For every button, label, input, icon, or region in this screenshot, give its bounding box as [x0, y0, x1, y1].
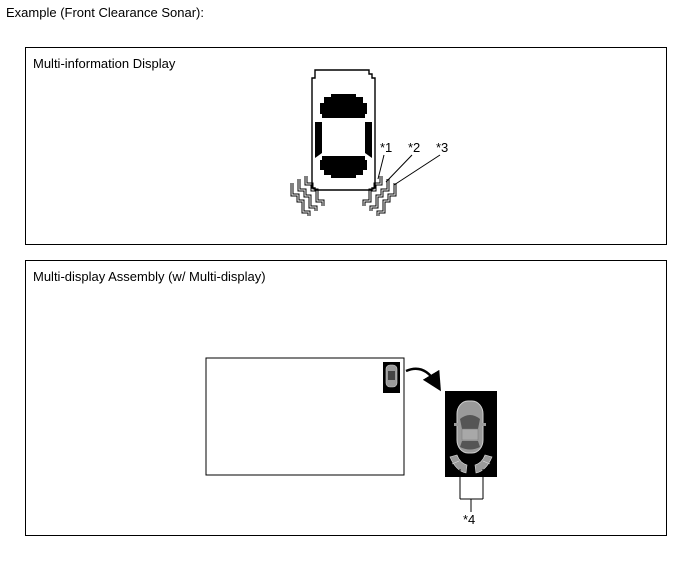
leader-1: [377, 154, 385, 180]
callout-3: *3: [436, 140, 449, 155]
panel-title-mid: Multi-information Display: [33, 56, 176, 71]
mid-sonar-diagram: [290, 69, 441, 216]
enlarged-left-sonar: [449, 454, 468, 474]
multi-display-assembly-panel: Multi-display Assembly (w/ Multi-display…: [25, 260, 667, 536]
mda-sonar-diagram: [205, 357, 497, 512]
callout-2: *2: [408, 140, 421, 155]
figure-caption: Example (Front Clearance Sonar):: [6, 5, 204, 20]
right-sonar-bars: [362, 176, 397, 216]
pixel-car-icon: [311, 69, 376, 191]
left-sonar-bar-1: [306, 176, 325, 206]
left-sonar-bar-3: [292, 183, 311, 216]
callout-4: *4: [463, 512, 476, 527]
display-screen: [205, 357, 405, 476]
left-sonar-bars: [290, 176, 325, 216]
car-windshield: [320, 94, 367, 118]
car-right-window: [365, 122, 372, 158]
callout-1: *1: [380, 140, 393, 155]
right-sonar-bar-2: [369, 179, 388, 211]
left-sonar-bar-2: [299, 179, 318, 211]
small-car-thumbnail: [383, 362, 400, 393]
right-sonar-bar-3: [376, 183, 395, 216]
leader-2: [385, 154, 413, 183]
callout-4-bracket: [459, 469, 484, 512]
zoom-arrow: [405, 367, 441, 392]
car-rear-window: [320, 156, 367, 178]
car-left-window: [315, 122, 322, 158]
enlarged-view-panel: [445, 391, 497, 477]
multi-information-display-panel: Multi-information Display: [25, 47, 667, 245]
panel-title-mda: Multi-display Assembly (w/ Multi-display…: [33, 269, 266, 284]
callout-leaders: [377, 154, 441, 186]
leader-3: [393, 154, 441, 186]
right-sonar-bar-1: [362, 176, 381, 206]
enlarged-right-sonar: [474, 454, 493, 474]
